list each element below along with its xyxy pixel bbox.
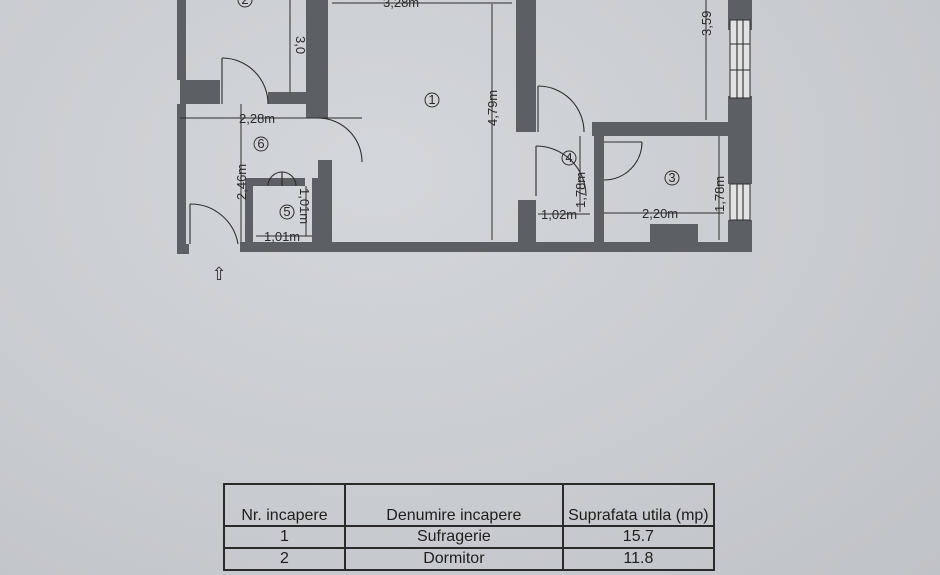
room-marker-2: 2	[237, 0, 253, 8]
room-marker-3: 3	[664, 170, 680, 186]
table-row: 1 Sufragerie 15.7	[223, 525, 716, 549]
cell-name: Dormitor	[343, 547, 564, 571]
wall-left-upper	[177, 0, 186, 80]
room-marker-6: 6	[253, 136, 269, 152]
dim-hall-depth: 2,46m	[234, 164, 249, 200]
dim-closet-depth: 1,78m	[573, 172, 588, 208]
dim-hall-width: 2,28m	[239, 111, 275, 126]
header-nr: Nr. incapere	[223, 483, 346, 527]
window-right-upper	[729, 19, 751, 99]
table-header-row: Nr. incapere Denumire incapere Suprafata…	[223, 483, 716, 527]
dim-kitchen-width: 2,20m	[642, 206, 678, 221]
room-marker-4: 4	[561, 150, 577, 166]
table-row: 2 Dormitor 11.8	[223, 547, 716, 571]
wall-bedroom-bottom-right	[268, 92, 308, 104]
wall-bath-left	[245, 178, 253, 244]
door-closet	[535, 145, 587, 197]
door-bedroom-right	[537, 85, 585, 133]
rooms-table: Nr. incapere Denumire incapere Suprafata…	[223, 483, 716, 571]
wall-right-bottom	[728, 220, 752, 252]
door-living	[317, 117, 363, 163]
floor-plan: 3,28m 4,79m 3,0 3,59 2,28m 2,46m 1,01m 1…	[177, 0, 752, 285]
svg-text:5: 5	[283, 204, 290, 219]
svg-text:4: 4	[565, 150, 572, 165]
svg-text:3: 3	[668, 170, 675, 185]
wall-bedroom-bottom	[180, 80, 220, 104]
dim-bedroom-left: 3,0	[293, 36, 308, 54]
cell-nr: 2	[223, 547, 346, 571]
door-bath	[267, 171, 297, 187]
entrance-arrow-icon: ⇧	[211, 264, 226, 285]
door-entrance	[189, 203, 239, 245]
dim-bath-width: 1,01m	[264, 229, 300, 244]
door-bedroom	[221, 57, 269, 105]
header-name: Denumire incapere	[343, 483, 564, 527]
wall-bedroom-right-bottom	[592, 122, 732, 136]
wall-living-right-lower	[518, 200, 536, 244]
dim-kitchen-depth: 1,78m	[712, 176, 727, 212]
dim-bath-depth: 1,01m	[297, 188, 312, 224]
svg-text:6: 6	[257, 136, 264, 151]
wall-left-lower	[177, 104, 186, 254]
door-kitchen	[603, 141, 643, 181]
wall-bottom	[240, 242, 752, 252]
kitchen-counter	[650, 224, 698, 242]
room-marker-1: 1	[424, 92, 440, 108]
wall-bedroom-living	[306, 0, 328, 118]
wall-closet-right	[594, 136, 604, 244]
window-right-lower	[729, 183, 751, 221]
svg-text:2: 2	[241, 0, 248, 7]
dim-living-depth: 4,79m	[485, 90, 500, 126]
dim-closet-width: 1,02m	[541, 207, 577, 222]
wall-living-right	[516, 0, 536, 132]
dim-bedroom-right: 3,59	[699, 11, 714, 36]
header-area: Suprafata utila (mp)	[561, 483, 716, 527]
svg-text:1: 1	[428, 92, 435, 107]
wall-hall-living	[318, 160, 332, 244]
cell-area: 11.8	[561, 547, 716, 571]
wall-right-mid	[728, 96, 752, 184]
cell-nr: 1	[223, 525, 346, 549]
wall-bottom-left-stub	[177, 244, 189, 254]
wall-bath-top	[245, 178, 305, 186]
cell-name: Sufragerie	[343, 525, 564, 549]
room-marker-5: 5	[279, 204, 295, 220]
dim-living-width: 3,28m	[383, 0, 419, 10]
cell-area: 15.7	[561, 525, 716, 549]
wall-bath-right	[312, 178, 320, 244]
